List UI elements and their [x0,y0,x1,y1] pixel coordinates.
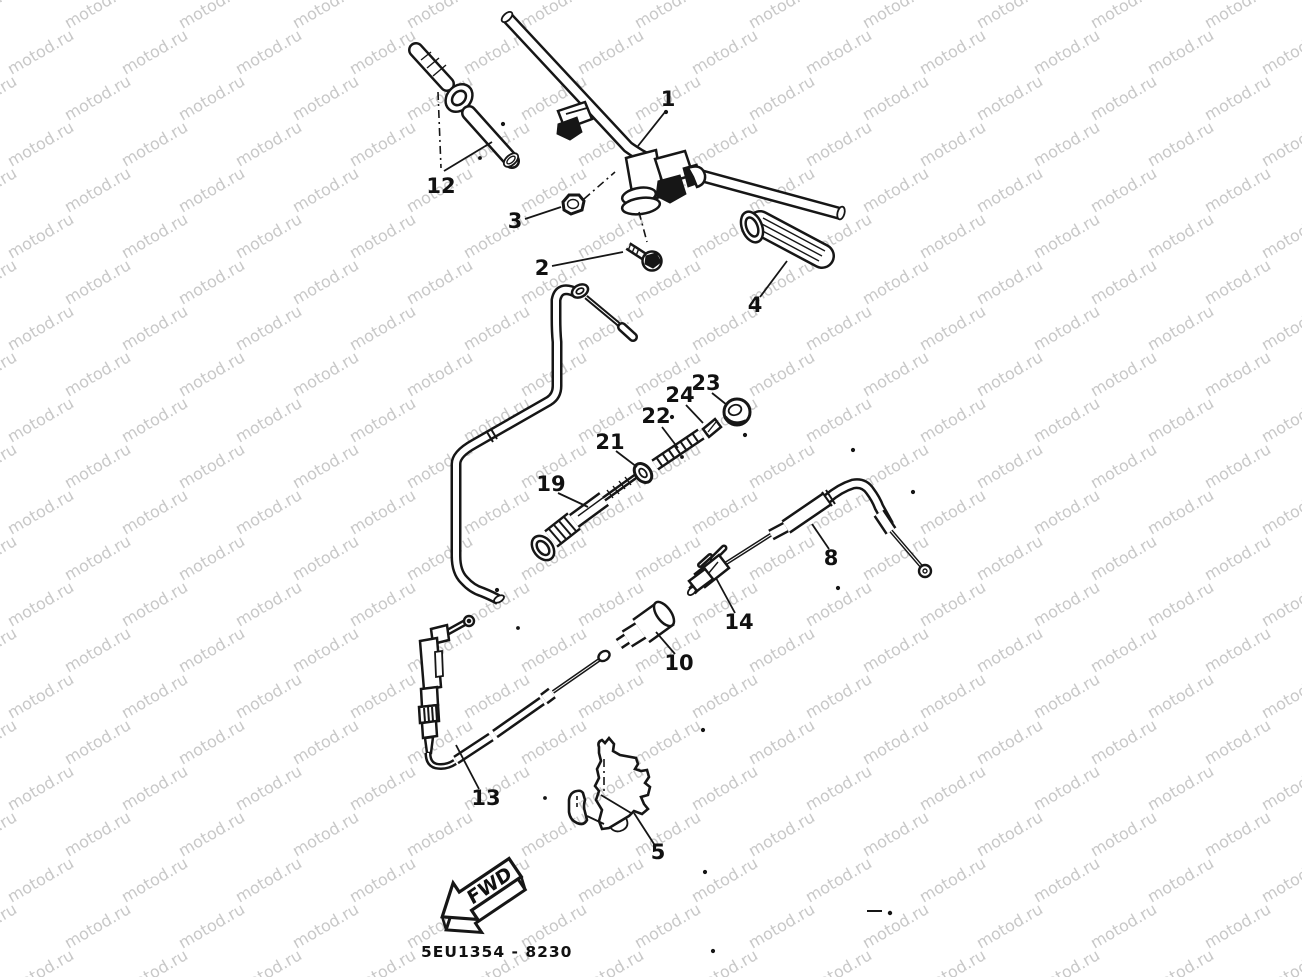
callout-number-4: 4 [748,293,763,317]
callout-leader-3 [524,206,562,220]
grip-set-part-12 [408,42,520,172]
callout-leader-24 [685,404,704,424]
callout-number-21: 21 [595,430,624,454]
cable-part-19 [450,283,638,605]
part-code-label: 5EU1354 - 8230 [421,943,572,961]
callout-number-10: 10 [664,651,693,675]
grip-part-4 [739,210,835,269]
nut-part-23 [722,397,752,427]
fwd-arrow: FWD [440,856,528,935]
callout-number-8: 8 [824,546,839,570]
callout-leader-21 [615,450,638,468]
throttle-cable-part-8 [686,478,933,597]
bracket-part-5 [567,735,652,833]
callout-number-5: 5 [651,840,666,864]
bolt-part-2 [625,211,663,272]
callout-number-2: 2 [535,256,550,280]
washer-part-21 [632,462,654,484]
cable-part-13 [417,614,611,770]
callout-number-12: 12 [426,174,455,198]
collar-part-24 [701,417,723,439]
callout-leader-22 [661,426,679,449]
callout-number-13: 13 [471,786,500,810]
boot-part-10 [615,600,676,649]
callout-leader-5 [633,812,655,845]
callout-leader-14 [715,577,736,614]
callout-number-14: 14 [724,610,753,634]
handlebar-part-1 [500,10,846,221]
callout-number-23: 23 [691,371,720,395]
callout-number-1: 1 [661,87,676,111]
callout-number-22: 22 [641,404,670,428]
callout-leader-8 [811,523,830,550]
callout-leader-23 [711,392,728,406]
clamp-part-14 [687,544,731,593]
callout-leader-4 [759,260,788,298]
callout-number-24: 24 [665,383,694,407]
callout-leader-19 [557,492,589,508]
speck-marks [478,121,916,954]
callout-number-19: 19 [536,472,565,496]
callout-leader-13 [455,744,480,790]
callout-leader-10 [655,631,676,655]
spring-part-22 [651,428,705,471]
nut-part-3 [561,171,616,216]
callout-leader-2 [551,251,624,267]
callout-number-3: 3 [508,209,523,233]
callout-leader-1 [637,111,666,147]
